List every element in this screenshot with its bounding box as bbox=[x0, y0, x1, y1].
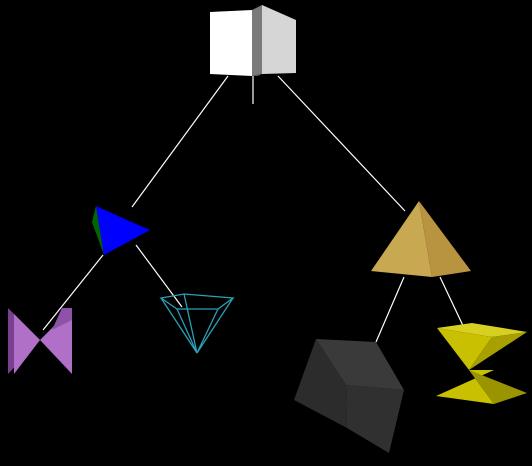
cube-left bbox=[294, 339, 347, 428]
link-root-right bbox=[277, 75, 406, 212]
mobile-links bbox=[42, 75, 467, 343]
link-left-bowtie bbox=[42, 254, 104, 331]
root-face-right bbox=[262, 5, 296, 74]
right-pyramid-side bbox=[419, 201, 471, 277]
bowtie-prism bbox=[8, 308, 72, 374]
hourglass-prism bbox=[436, 323, 527, 404]
link-root-left bbox=[131, 75, 229, 208]
root-open-cube bbox=[210, 5, 296, 76]
bowtie-left-face bbox=[14, 314, 40, 374]
wireframe-edge-1 bbox=[160, 297, 198, 354]
wireframe-edge-4 bbox=[196, 297, 234, 354]
bowtie-right-face bbox=[40, 308, 72, 374]
hourglass-lower-front bbox=[436, 370, 494, 404]
right-pyramid bbox=[371, 201, 471, 277]
hourglass-upper-front bbox=[437, 328, 492, 370]
left-pyramid-top bbox=[96, 206, 150, 230]
root-edge bbox=[252, 74, 262, 76]
wireframe-pyramid bbox=[159, 293, 235, 354]
link-right-hourglass bbox=[439, 276, 467, 333]
wireframe-edge-5 bbox=[183, 293, 198, 354]
bowtie-right-top bbox=[52, 308, 72, 330]
wireframe-top bbox=[159, 293, 235, 310]
left-pyramid bbox=[92, 206, 150, 255]
link-right-cube bbox=[375, 276, 405, 343]
link-left-wireframe bbox=[135, 244, 183, 308]
hourglass-upper-side bbox=[469, 332, 527, 370]
wireframe-edge-3 bbox=[196, 308, 219, 354]
root-face-inner bbox=[252, 5, 262, 76]
hourglass-top bbox=[437, 323, 527, 337]
cube-top bbox=[316, 339, 404, 390]
dark-cube bbox=[294, 339, 404, 453]
right-pyramid-front bbox=[371, 201, 432, 277]
left-pyramid-front bbox=[96, 206, 150, 255]
cube-right bbox=[346, 385, 404, 453]
hourglass-lower-side bbox=[469, 370, 527, 404]
left-pyramid-side bbox=[92, 206, 104, 255]
root-face-left bbox=[210, 10, 252, 76]
wireframe-edge-2 bbox=[176, 308, 198, 354]
